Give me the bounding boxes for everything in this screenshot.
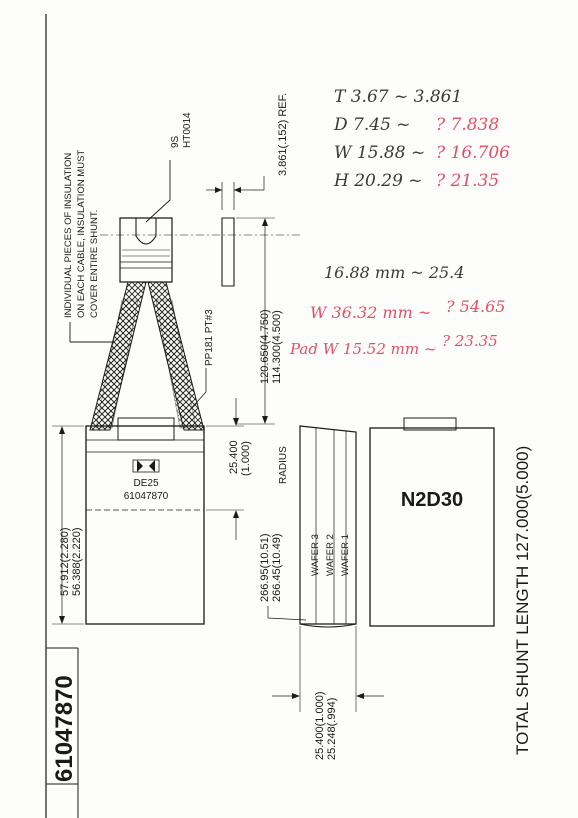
shunt-length-dim: [236, 217, 275, 425]
braided-shunt: [89, 281, 205, 431]
part-number: 61047870: [51, 675, 78, 782]
wafer-label: WAFER 3: [310, 534, 321, 576]
frame: [45, 14, 79, 818]
brush-length-dim: [52, 425, 84, 625]
wafer-label: WAFER 2: [325, 534, 336, 576]
stamp-part: 61047870: [124, 491, 169, 502]
note-line-extra: ? 54.65: [446, 297, 505, 316]
brush-body: [85, 417, 205, 625]
insulation-note-line: INDIVIDUAL PIECES OF INSULATION: [63, 153, 74, 318]
brush-length-min: 56.388(2.220): [71, 528, 83, 597]
shunt-length-min: 114.300(4.500): [271, 310, 283, 384]
note-line-extra: ? 16.706: [436, 143, 510, 163]
note-line-extra: ? 23.35: [442, 332, 498, 350]
terminal: [100, 217, 300, 283]
insulation-note-line: ON EACH CABLE, INSULATION MUST: [76, 150, 87, 318]
note-line: H 20.29 ~: [333, 171, 423, 191]
insulation-note: INDIVIDUAL PIECES OF INSULATION ON EACH …: [63, 150, 112, 343]
terminal-code: 9S: [170, 135, 181, 148]
radius-max: 266.95(10.51): [259, 534, 271, 603]
brush-length-max: 57.912(2.280): [59, 528, 71, 597]
brush-width-max: 25.400(1.000): [314, 692, 326, 761]
total-shunt-length: TOTAL SHUNT LENGTH 127.000(5.000): [513, 446, 532, 755]
insulation-note-line: COVER ENTIRE SHUNT.: [89, 210, 100, 318]
shunt-part: PP181 PT#3: [204, 309, 215, 366]
note-line-extra: ? 7.838: [436, 115, 499, 135]
wafer-side-view: [299, 425, 357, 628]
terminal-side-view: [206, 176, 265, 287]
model-label: N2D30: [401, 489, 463, 511]
note-line-extra: ? 21.35: [436, 171, 499, 191]
top-height-mm: 25.400: [228, 440, 240, 474]
terminal-part: HT0014: [182, 112, 193, 148]
brush-face-view: [369, 417, 495, 627]
thickness-ref: 3.861(.152) REF.: [277, 93, 289, 176]
handwritten-notes: T 3.67 ~ 3.861 D 7.45 ~ ? 7.838 W 15.88 …: [289, 87, 510, 358]
stamp-code: DE25: [133, 478, 158, 489]
top-height-dim: [206, 398, 244, 540]
shunt-length-max: 120.650(4.750): [259, 309, 271, 384]
top-height-in: (1.000): [240, 441, 252, 476]
radius-min: 266.45(10.49): [271, 534, 283, 603]
brush-width-min: 25.248(.994): [326, 698, 338, 760]
note-line: 16.88 mm ~ 25.4: [324, 263, 464, 282]
note-line: W 36.32 mm ~: [310, 303, 431, 322]
note-line: Pad W 15.52 mm ~: [289, 340, 436, 358]
wafer-label: WAFER 1: [340, 534, 351, 576]
note-line: T 3.67 ~ 3.861: [334, 87, 462, 107]
brush-width-dim: [272, 626, 384, 712]
note-line: D 7.45 ~: [333, 115, 411, 135]
note-line: W 15.88 ~: [334, 143, 425, 163]
radius-label: RADIUS: [278, 446, 289, 484]
